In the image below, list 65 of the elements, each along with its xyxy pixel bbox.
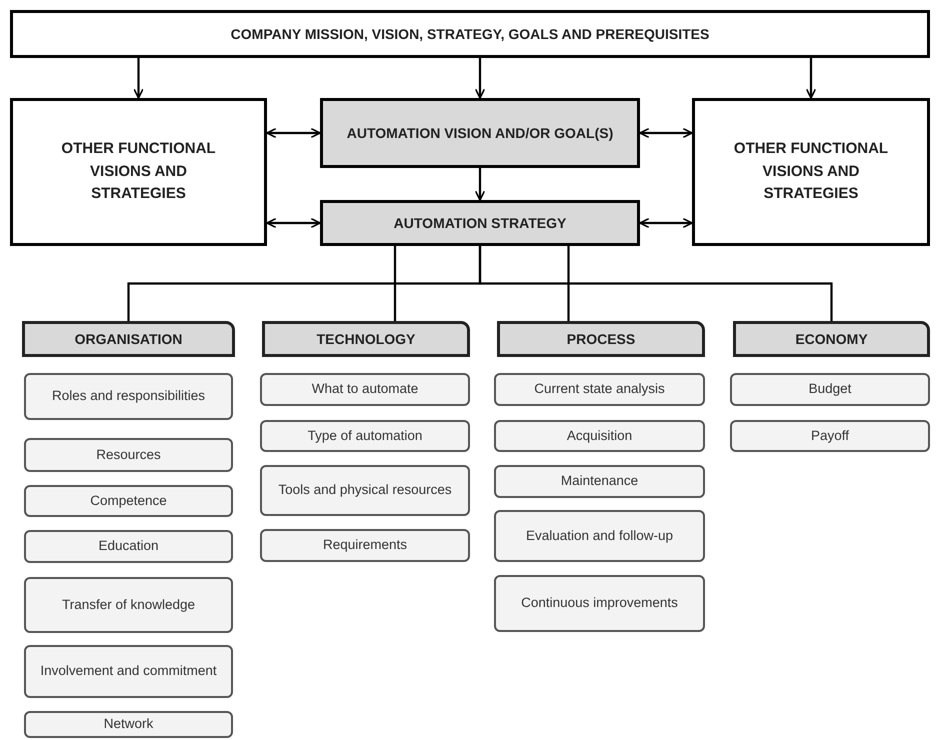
arrow <box>266 218 321 228</box>
node-text: Resources <box>96 446 161 464</box>
node-text: OTHER FUNCTIONAL VISIONS AND STRATEGIES <box>732 139 890 204</box>
topic-box <box>494 465 705 498</box>
node-text: TECHNOLOGY <box>316 331 416 347</box>
topic-box <box>24 711 233 738</box>
node-text: Education <box>98 537 159 556</box>
topic-box <box>260 529 470 562</box>
node-text: Involvement and commitment <box>40 662 217 680</box>
node-text: Competence <box>90 492 167 510</box>
arrow <box>474 58 486 99</box>
node-text: Transfer of knowledge <box>62 596 196 614</box>
node-text: Network <box>104 715 154 734</box>
node-text: AUTOMATION STRATEGY <box>394 215 566 231</box>
arrow <box>639 218 693 228</box>
arrow <box>474 168 486 201</box>
strategy-box <box>320 200 640 246</box>
arrow <box>266 128 321 138</box>
topic-box <box>260 420 470 452</box>
node-text: AUTOMATION VISION AND/OR GOAL(S) <box>346 125 614 141</box>
node-text: OTHER FUNCTIONAL VISIONS AND STRATEGIES <box>60 139 217 204</box>
topic-box <box>730 420 930 452</box>
strategy-box <box>10 98 267 246</box>
connector-line <box>394 246 396 321</box>
node-text: ECONOMY <box>795 331 868 347</box>
topic-box <box>494 510 705 562</box>
category-header <box>262 321 470 357</box>
node-text: Payoff <box>810 426 850 445</box>
node-text: ORGANISATION <box>74 331 182 347</box>
arrow <box>133 58 144 99</box>
node-text: Current state analysis <box>534 380 665 398</box>
topic-box <box>494 373 705 406</box>
arrow <box>806 58 816 99</box>
topic-box <box>260 373 470 406</box>
node-text: Continuous improvements <box>521 594 678 612</box>
topic-box <box>494 575 705 632</box>
node-text: Requirements <box>322 536 408 554</box>
topic-box <box>24 530 233 563</box>
topic-box <box>24 485 233 517</box>
node-text: COMPANY MISSION, VISION, STRATEGY, GOALS AND PREREQUISITES <box>230 26 710 42</box>
node-text: Type of automation <box>308 426 422 445</box>
node-text: Tools and physical resources <box>278 481 452 500</box>
topic-box <box>24 373 233 420</box>
topic-box <box>24 438 233 472</box>
strategy-box <box>692 98 930 246</box>
arrow <box>639 128 693 138</box>
topic-box <box>24 645 233 698</box>
topic-box <box>494 420 705 452</box>
title-box <box>10 10 930 58</box>
node-text: Evaluation and follow-up <box>526 526 674 545</box>
vision-box <box>320 98 640 168</box>
category-header <box>733 321 930 357</box>
category-header <box>22 321 235 357</box>
category-header <box>497 321 705 357</box>
topic-box <box>260 465 470 516</box>
node-text: Roles and responsibilities <box>52 387 206 406</box>
node-text: Budget <box>808 380 852 398</box>
node-text: PROCESS <box>566 331 636 347</box>
node-text: Acquisition <box>566 426 632 445</box>
topic-box <box>24 577 233 633</box>
connector-line <box>567 246 570 321</box>
node-text: What to automate <box>312 380 418 398</box>
node-text: Maintenance <box>560 472 638 490</box>
connector-line <box>478 246 833 321</box>
topic-box <box>730 373 930 406</box>
